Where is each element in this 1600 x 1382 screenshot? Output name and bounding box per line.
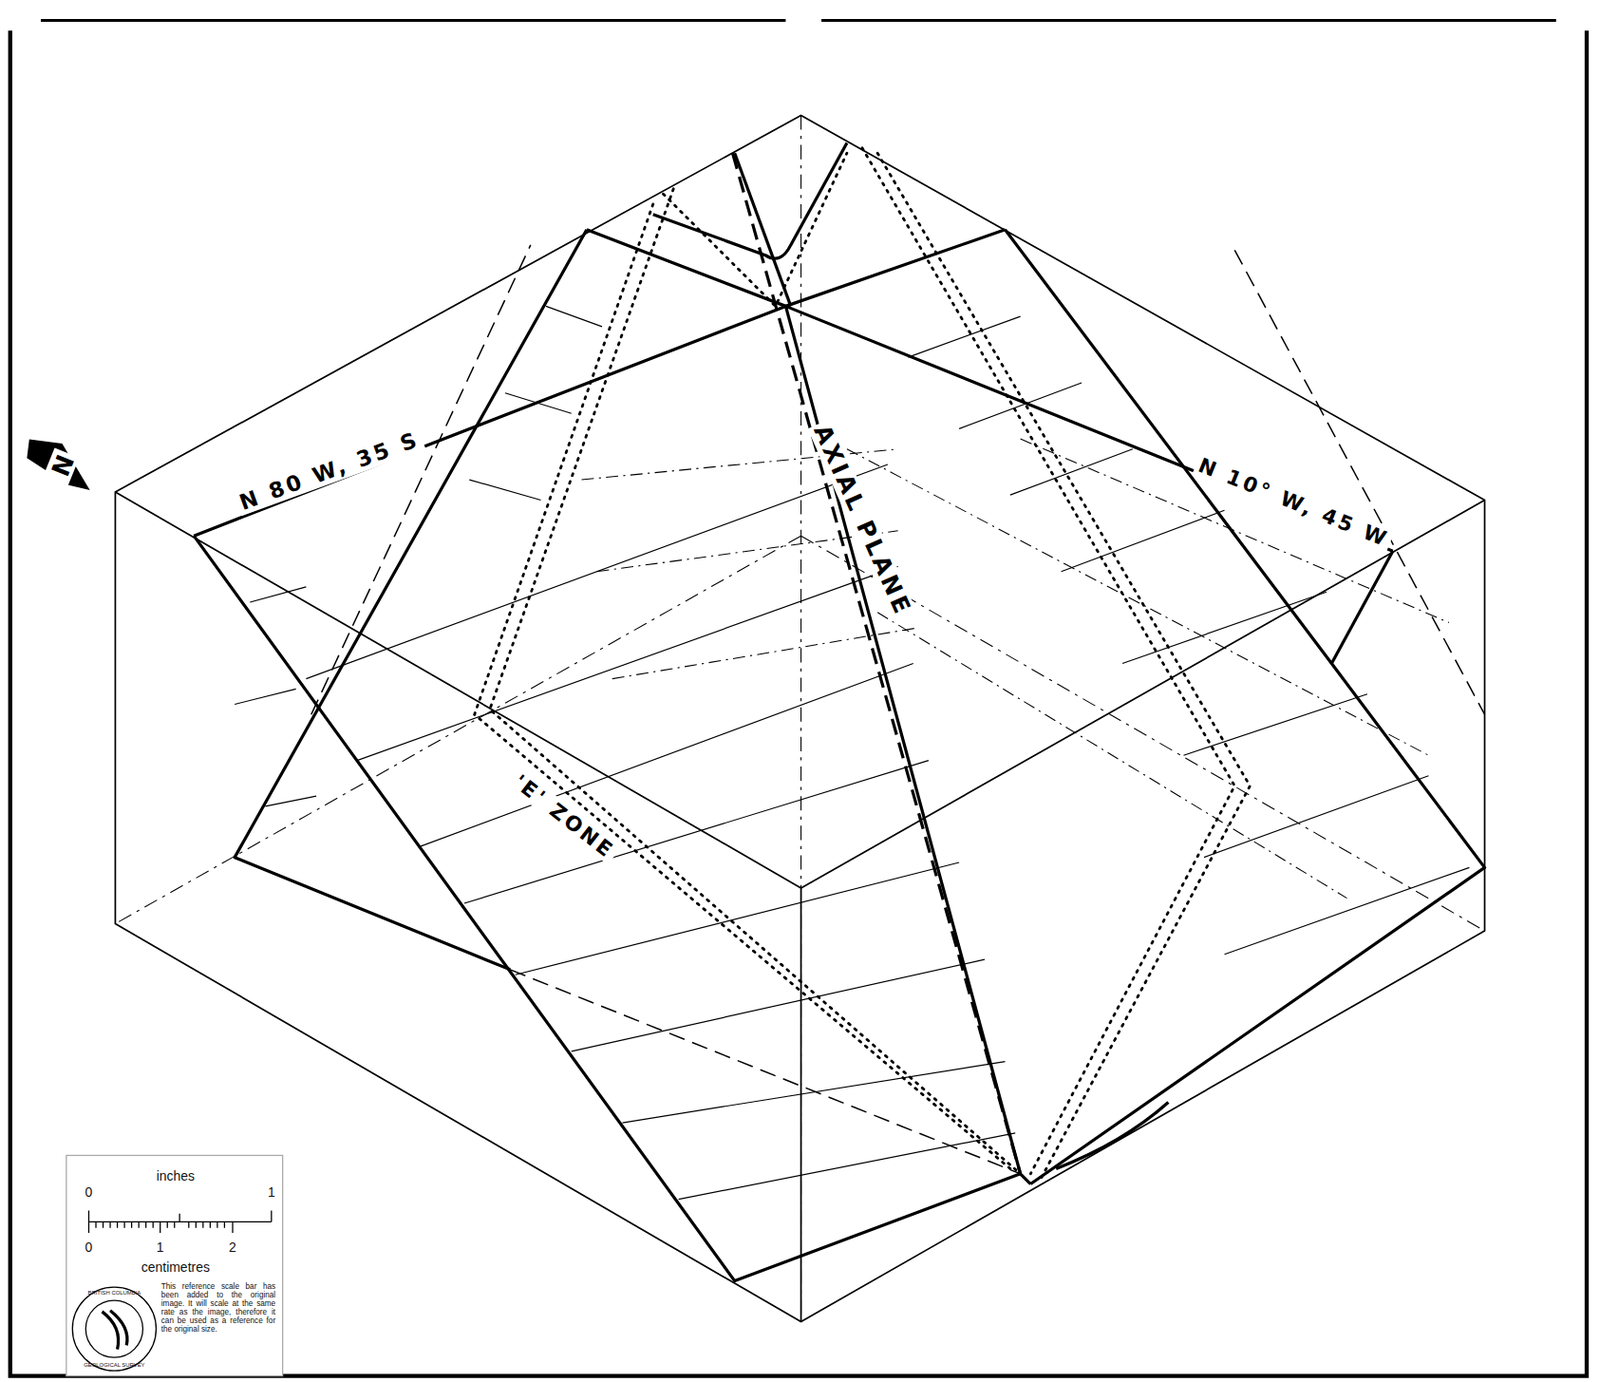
scale-unit: centimetres (141, 1260, 210, 1275)
scale-number: 1 (267, 1185, 276, 1201)
scale-number: 0 (85, 1241, 94, 1256)
zone-label: 'E' ZONE (507, 768, 622, 865)
logo-text: GEOLOGICAL SURVEY (83, 1360, 145, 1367)
plane-orientation: N 10° W, 45 W (1192, 451, 1395, 552)
scale-note: This reference scale bar has been added … (161, 1282, 276, 1335)
scale-unit: inches (156, 1168, 195, 1184)
scale-number: 0 (85, 1185, 94, 1201)
scale-number: 1 (156, 1241, 165, 1256)
scale-number: 2 (228, 1241, 237, 1256)
logo-text: BRITISH COLUMBIA (87, 1288, 141, 1295)
plane-orientation: N 80 W, 35 S (233, 427, 426, 517)
